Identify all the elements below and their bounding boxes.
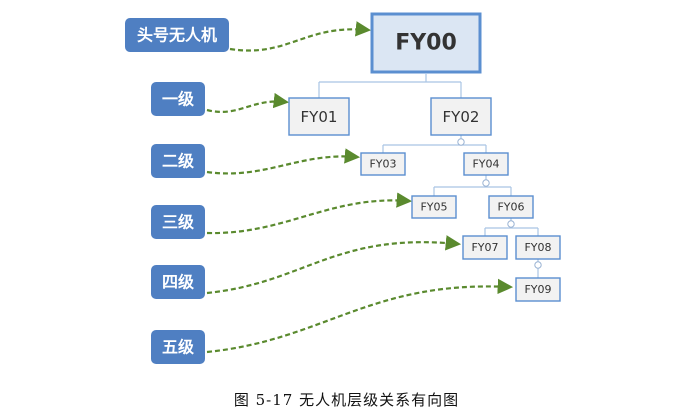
node-label: FY00 <box>395 31 457 56</box>
node-fy02[interactable]: FY02 <box>430 97 492 136</box>
level-label-text: 三级 <box>162 213 195 232</box>
connector-fy04-children <box>433 175 512 196</box>
node-label: FY05 <box>420 201 447 214</box>
level-label-text: 一级 <box>162 90 195 109</box>
node-fy01[interactable]: FY01 <box>288 97 350 136</box>
node-fy07[interactable]: FY07 <box>462 235 508 260</box>
node-label: FY01 <box>301 108 338 126</box>
node-label: FY08 <box>524 241 551 254</box>
level-label-text: 二级 <box>162 152 195 171</box>
level-arrow-4 <box>206 235 462 295</box>
figure-caption: 图 5-17 无人机层级关系有向图 <box>233 391 460 409</box>
node-fy06[interactable]: FY06 <box>488 195 534 219</box>
collapse-marker-fy02[interactable] <box>457 138 465 146</box>
node-label: FY04 <box>472 158 499 171</box>
connector-fy02-children <box>382 135 487 153</box>
level-label-text: 四级 <box>162 273 195 292</box>
node-label: FY02 <box>443 108 480 126</box>
tree-nodes: FY00 FY01 FY02 FY03 FY04 FY05 <box>288 12 561 302</box>
node-fy03[interactable]: FY03 <box>360 152 406 176</box>
level-label-4: 四级 <box>151 265 205 299</box>
level-label-2: 二级 <box>151 144 205 178</box>
node-fy05[interactable]: FY05 <box>411 195 457 219</box>
level-arrow-1 <box>206 92 290 113</box>
level-label-0: 头号无人机 <box>125 18 229 52</box>
node-label: FY06 <box>497 201 524 214</box>
level-arrows <box>206 21 514 354</box>
node-label: FY07 <box>471 241 498 254</box>
level-label-1: 一级 <box>151 82 205 116</box>
collapse-marker-fy04[interactable] <box>482 179 490 187</box>
collapse-marker-fy06[interactable] <box>507 220 515 228</box>
level-label-text: 头号无人机 <box>137 26 217 45</box>
level-labels: 头号无人机 一级 二级 三级 四级 五级 <box>125 18 229 364</box>
level-label-5: 五级 <box>151 330 205 364</box>
node-fy09[interactable]: FY09 <box>515 277 561 302</box>
tree-connectors <box>318 74 542 278</box>
level-label-3: 三级 <box>151 205 205 239</box>
level-arrow-3 <box>206 192 413 235</box>
node-label: FY03 <box>369 158 396 171</box>
node-label: FY09 <box>524 283 551 296</box>
node-fy04[interactable]: FY04 <box>463 152 509 176</box>
level-arrow-2 <box>206 148 361 175</box>
connector-fy00-children <box>318 74 462 98</box>
collapse-marker-fy08[interactable] <box>534 261 542 269</box>
level-arrow-0 <box>229 21 372 52</box>
level-arrow-5 <box>206 278 514 354</box>
node-fy00[interactable]: FY00 <box>370 12 482 74</box>
node-fy08[interactable]: FY08 <box>515 235 561 260</box>
level-label-text: 五级 <box>162 338 195 357</box>
